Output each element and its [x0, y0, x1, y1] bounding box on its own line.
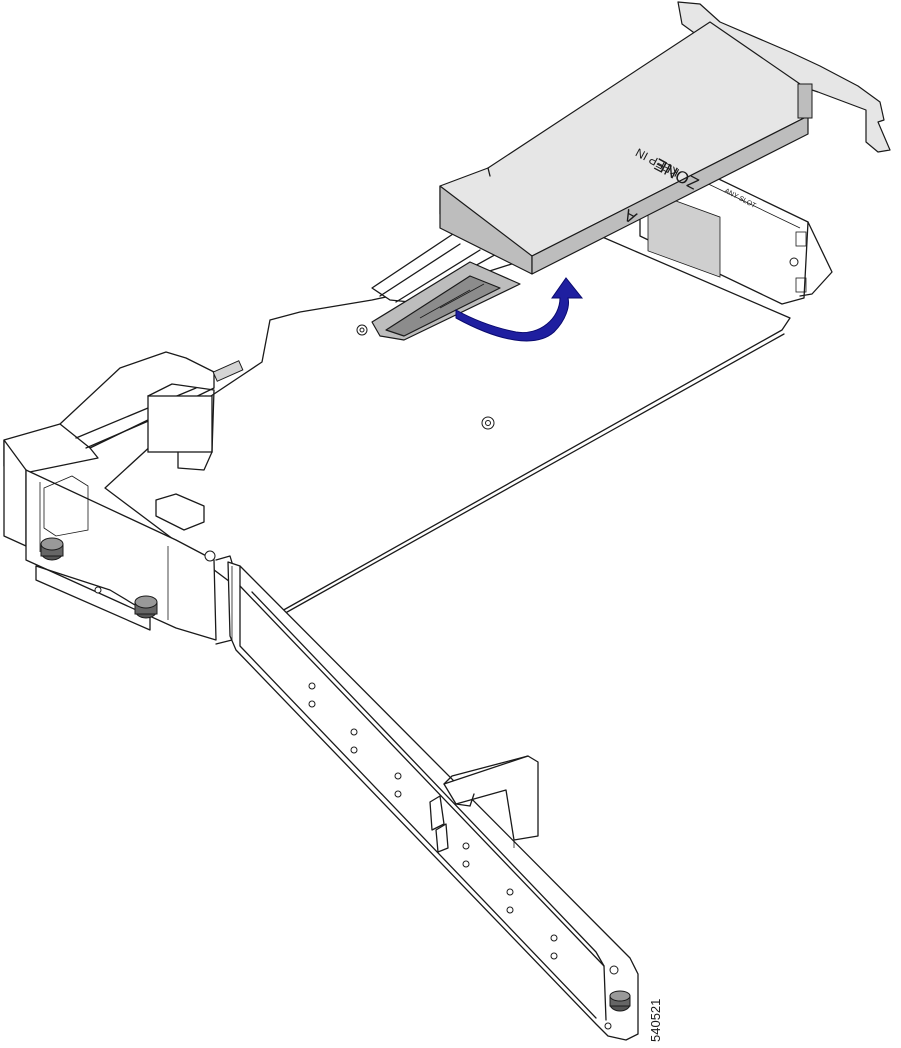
thumbscrew-icon [40, 537, 64, 561]
arm-holes [308, 682, 619, 1030]
pcie-slot-lower [371, 261, 521, 341]
card-support-latch [443, 755, 539, 848]
rear-vent-bracket: ANY SLOT [639, 169, 833, 305]
card-end-connector [797, 83, 813, 119]
header-connector [212, 360, 244, 382]
thumbscrew-icon [609, 990, 631, 1012]
pcie-slot-upper [371, 231, 501, 303]
extension-arm [227, 561, 639, 1041]
curved-insert-arrow-icon [455, 277, 584, 342]
board-mounting-hole-inner [485, 420, 491, 426]
power-connector [147, 395, 213, 453]
figure-number: 540521 [648, 999, 663, 1042]
riser-cage [3, 351, 244, 645]
card-end-face [531, 115, 809, 275]
pcie-card: KEEP IN ZONE A [439, 1, 891, 275]
riser-board-edge [279, 333, 785, 617]
vent-mesh [647, 190, 721, 278]
thumbscrew-icon [134, 595, 158, 619]
